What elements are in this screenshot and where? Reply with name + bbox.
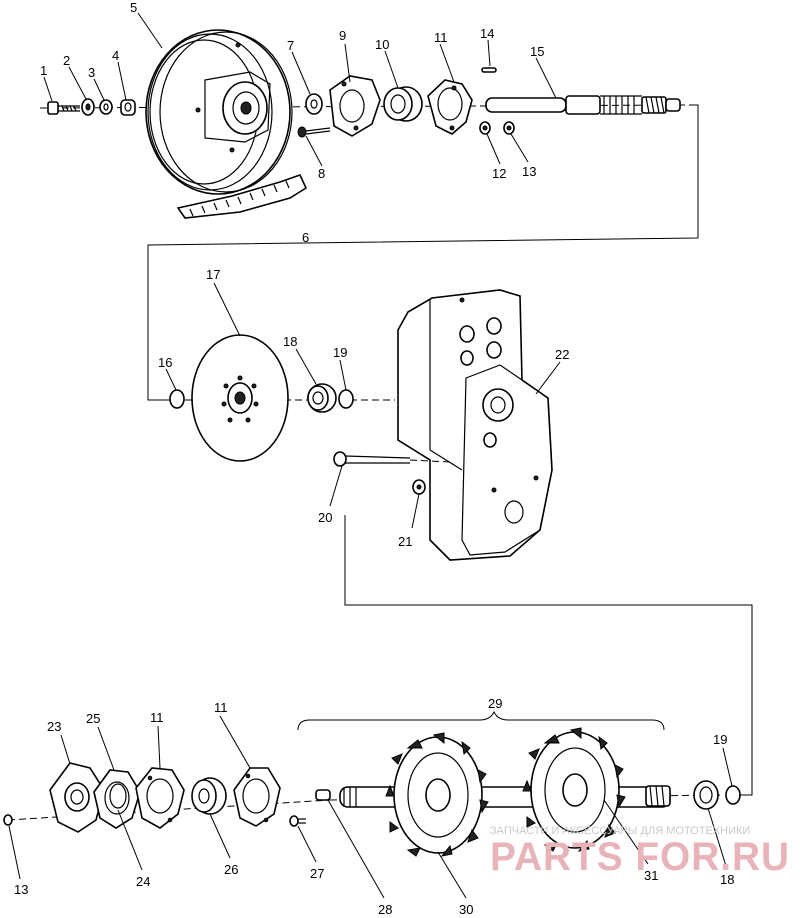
bearing-flange-11-bottom-right [233,767,281,827]
callout-22: 22 [555,347,569,362]
callout-24: 24 [136,874,150,889]
bearing-flange-11-bottom-left [135,767,185,829]
callout-27: 27 [310,866,324,881]
callout-15: 15 [530,44,544,59]
callout-19-bottom: 19 [713,732,727,747]
drive-belt-6 [176,174,308,219]
chaincase-22 [397,289,553,561]
bolt-27 [289,815,306,827]
callout-14: 14 [480,26,494,41]
callout-20: 20 [318,510,332,525]
callout-25: 25 [86,711,100,726]
flange-plate-9 [329,75,381,137]
callout-30: 30 [459,902,473,917]
nut-13-top [503,121,515,135]
bearing-flange-23 [49,762,105,833]
callout-28: 28 [378,902,392,917]
callout-16: 16 [158,355,172,370]
drive-pulley-5 [145,29,293,195]
o-ring-16 [169,389,185,409]
watermark-logo: PARTS FOR.RU [490,835,790,879]
callout-31: 31 [644,868,658,883]
bearing-flange-11-top [427,79,473,135]
spacer-7 [305,93,323,115]
watermark: ЗАПЧАСТИ И АКСЕССУАРЫ ДЛЯ МОТОТЕХНИКИ PA… [490,825,790,879]
drive-sprocket-30-left [385,732,489,857]
nut-12 [479,121,491,135]
callout-7: 7 [287,38,294,53]
callout-3: 3 [88,65,95,80]
callout-12: 12 [492,166,506,181]
callout-6: 6 [302,230,309,245]
sprocket-disc-17 [191,334,289,462]
callout-26: 26 [224,862,238,877]
key-14 [481,67,497,73]
callout-21: 21 [398,534,412,549]
o-ring-19-mid [338,389,354,409]
bolt-20 [333,451,451,467]
seal-25 [109,783,127,809]
callout-10: 10 [375,37,389,52]
callout-23: 23 [47,719,61,734]
plug-28 [315,789,331,801]
callout-9: 9 [339,28,346,43]
assembly-bracket-29 [297,710,665,731]
washer-2 [81,98,95,116]
bolt-1 [47,101,80,115]
callout-4: 4 [112,48,119,63]
bearing-18-mid [307,383,337,413]
callout-11-bottom-right: 11 [214,700,228,715]
callout-13-top: 13 [522,164,536,179]
watermark-tagline: ЗАПЧАСТИ И АКСЕССУАРЫ ДЛЯ МОТОТЕХНИКИ [490,825,750,837]
callout-18-mid: 18 [283,334,297,349]
callout-labels: 1 2 3 4 5 6 7 8 9 10 11 12 13 14 15 16 1… [14,0,734,917]
callout-11-top: 11 [434,30,448,45]
callout-2: 2 [63,53,70,68]
bolt-8 [297,126,331,138]
bearing-26 [191,777,227,815]
washer-3 [99,99,113,115]
callout-29: 29 [488,696,502,711]
callout-1: 1 [40,63,47,78]
callout-13-bottom: 13 [14,882,28,897]
driveshaft-15 [485,95,681,115]
callout-19-mid: 19 [333,345,347,360]
nut-13-bottom [3,814,13,826]
callout-11-bottom-left: 11 [150,710,164,725]
bearing-18-bottom [693,780,719,810]
flange-plate-24 [93,769,141,829]
nut-4 [120,99,136,116]
callout-17: 17 [206,267,220,282]
nut-21 [412,479,426,495]
o-ring-19-bottom [725,785,741,805]
leader-lines [8,12,733,899]
bearing-10 [383,86,423,122]
callout-18-bottom: 18 [720,872,734,887]
drive-sprocket-30-right [522,727,626,852]
callout-5: 5 [130,0,137,15]
callout-8: 8 [318,166,325,181]
